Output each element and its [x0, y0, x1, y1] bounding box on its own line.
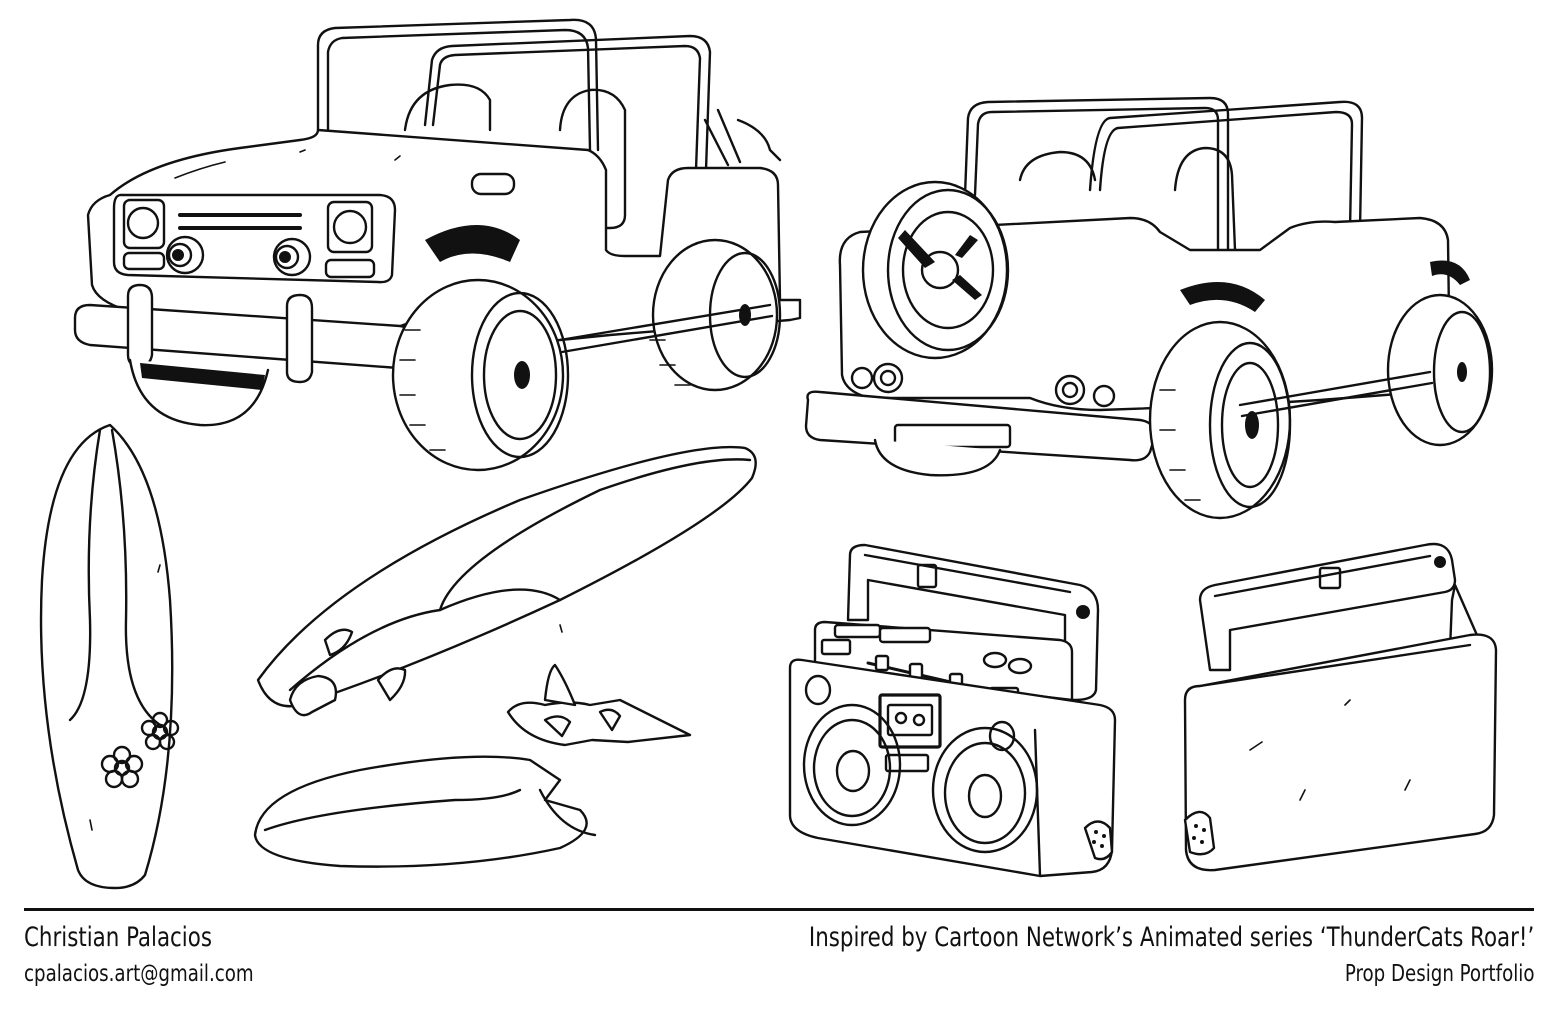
footer-divider: [24, 908, 1534, 911]
artist-name: Christian Palacios: [24, 922, 212, 953]
artist-email: cpalacios.art@gmail.com: [24, 961, 254, 987]
surfboard-broken: [253, 663, 692, 868]
boombox-blank: [1183, 542, 1498, 872]
portfolio-subtitle: Prop Design Portfolio: [1344, 961, 1534, 987]
jeep-rear-view: [804, 96, 1494, 520]
flower-icon: [100, 745, 144, 789]
surfboard-vertical-floral: [39, 423, 180, 890]
boombox-front: [788, 543, 1117, 878]
surfboard-long-diagonal: [256, 445, 757, 717]
flower-icon: [140, 711, 180, 751]
jeep-front-view: [73, 18, 802, 472]
prop-sheet-artwork: [39, 18, 1498, 890]
credit-line: Inspired by Cartoon Network’s Animated s…: [808, 922, 1534, 953]
